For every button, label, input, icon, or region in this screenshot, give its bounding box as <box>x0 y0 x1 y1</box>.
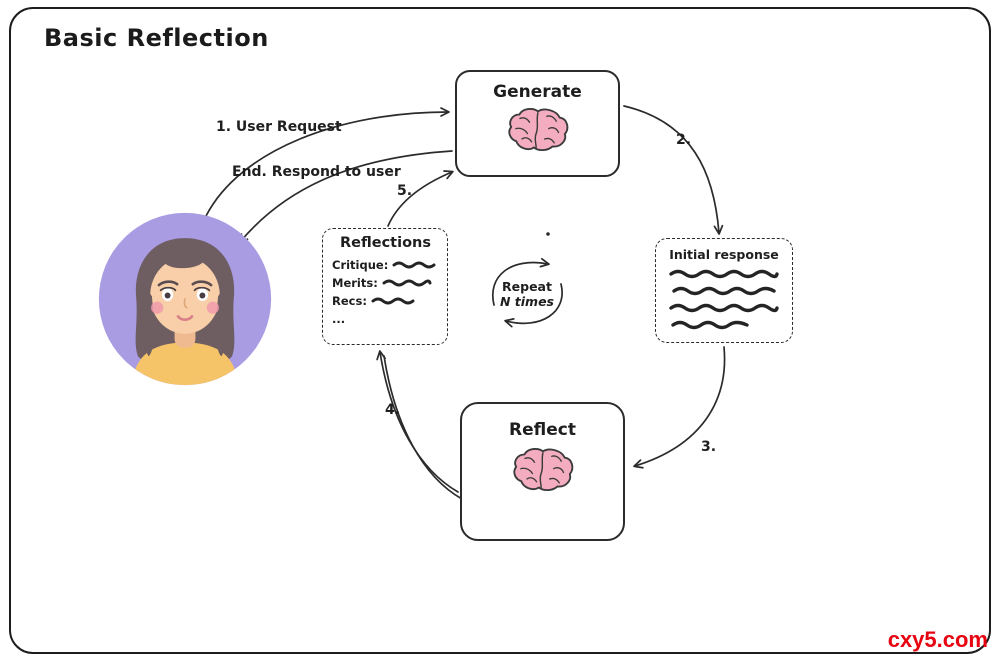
diagram-title: Basic Reflection <box>44 24 269 52</box>
node-initial-response-label: Initial response <box>669 247 779 262</box>
node-reflections-label: Reflections <box>340 235 431 251</box>
loop-dot <box>546 232 550 236</box>
repeat-loop-line1: Repeat <box>502 279 552 294</box>
node-generate-label: Generate <box>493 82 582 102</box>
squiggle-line <box>672 286 776 296</box>
edge-label-user-request: 1. User Request <box>216 119 342 135</box>
reflections-field-merits: Merits: <box>332 274 439 292</box>
field-label: Critique: <box>332 258 389 272</box>
watermark: cxy5.com <box>887 627 988 652</box>
node-initial-response: Initial response <box>655 238 793 343</box>
squiggle-line <box>669 303 779 313</box>
node-generate: Generate <box>455 70 620 177</box>
reflections-field-critique: Critique: <box>332 256 439 274</box>
edge-label-step3: 3. <box>701 439 717 455</box>
field-label: ... <box>332 312 346 326</box>
edge-label-step2: 2. <box>676 132 692 148</box>
squiggle-line <box>392 261 436 269</box>
edge-label-step5: 5. <box>397 183 413 199</box>
reflections-field-ellipsis: ... <box>332 310 439 328</box>
squiggle-line <box>671 320 749 330</box>
edge-label-respond-to-user: End. Respond to user <box>232 164 401 180</box>
repeat-loop-line2: N times <box>499 294 555 309</box>
field-label: Merits: <box>332 276 378 290</box>
node-reflect: Reflect <box>460 402 625 541</box>
field-label: Recs: <box>332 294 367 308</box>
edge-label-step4: 4. <box>385 402 401 418</box>
brain-icon <box>505 106 571 156</box>
reflections-field-recs: Recs: <box>332 292 439 310</box>
node-reflect-label: Reflect <box>509 420 576 440</box>
node-reflections: Reflections Critique: Merits: Recs: ... <box>322 228 448 345</box>
brain-icon <box>510 446 576 496</box>
repeat-loop-label: Repeat N times <box>488 279 566 309</box>
squiggle-line <box>382 279 432 287</box>
user-avatar <box>98 212 272 386</box>
squiggle-line <box>371 297 415 305</box>
squiggle-line <box>669 269 779 279</box>
